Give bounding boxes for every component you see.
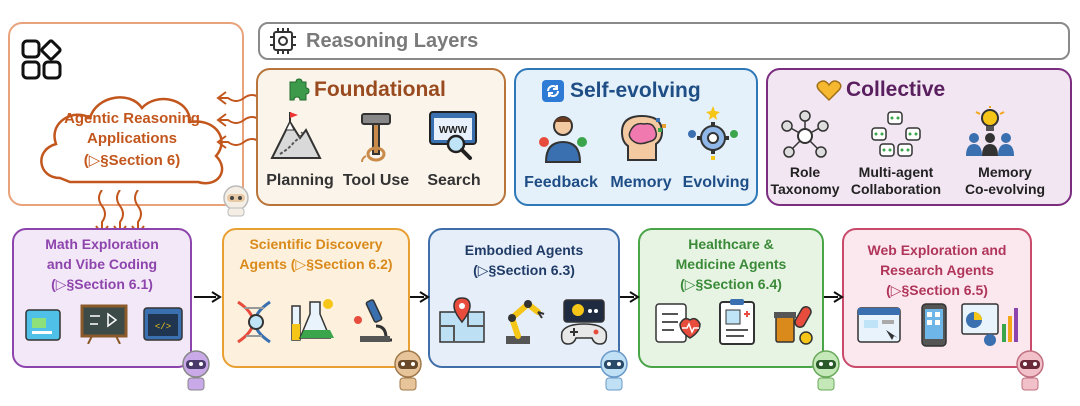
applications-title-line1: Agentic Reasoning [64, 110, 200, 127]
hammer-rope-icon [361, 113, 391, 162]
app-web-box [842, 228, 1032, 368]
self-evolving-title: Self-evolving [570, 79, 701, 102]
mountain-path-icon [270, 112, 322, 159]
app-math-line1: Math Exploration [45, 236, 159, 252]
refresh-icon [542, 80, 564, 102]
app-web-line1: Web Exploration and [867, 242, 1007, 258]
app-science-line2: Agents (▷§Section 6.2) [239, 256, 393, 272]
dna-icon [237, 300, 271, 344]
collective-item-role-line2: Taxonomy [770, 181, 840, 197]
foundational-title: Foundational [314, 78, 446, 101]
smartphone-icon [921, 303, 947, 347]
app-health-line2: Medicine Agents [675, 256, 787, 272]
svg-text:</>: </> [155, 322, 171, 332]
app-embodied-line1: Embodied Agents [464, 242, 584, 258]
svg-text:WWW: WWW [439, 125, 468, 136]
gear-evolve-icon [688, 106, 738, 160]
microscope-icon [354, 299, 392, 342]
blackboard-icon [80, 304, 128, 344]
arrow-3 [620, 291, 640, 303]
cloud-shape [40, 96, 224, 185]
app-math-line3: (▷§Section 6.1) [51, 276, 153, 292]
map-pin-icon [439, 297, 485, 343]
chip-icon [270, 28, 296, 54]
app-web-line3: (▷§Section 6.5) [886, 282, 988, 298]
app-science-box [222, 228, 410, 368]
arrow-2 [410, 291, 430, 303]
arrow-4 [824, 291, 844, 303]
medical-checklist-icon [655, 303, 701, 343]
robot-mascot-orange-icon [394, 350, 422, 391]
robot-mascot-icon [223, 185, 249, 217]
collective-item-memory-line1: Memory [978, 164, 1032, 180]
collective-item-multi-line2: Collaboration [850, 181, 942, 197]
person-feedback-icon [539, 116, 587, 163]
robots-team-icon [871, 111, 921, 157]
reasoning-layers-banner [258, 22, 1070, 60]
robot-mascot-purple-icon [182, 350, 210, 391]
reasoning-layers-title: Reasoning Layers [306, 30, 479, 52]
squiggle-arrows-left [216, 91, 261, 149]
collective-item-role-line1: Role [789, 164, 821, 180]
app-math-line2: and Vibe Coding [46, 256, 158, 272]
robot-mascot-blue-icon [600, 350, 628, 391]
puzzle-icon [289, 78, 310, 101]
robot-mascot-pink-icon [1016, 350, 1044, 391]
applications-title-line2: Applications [86, 130, 177, 147]
brain-head-icon [620, 114, 666, 161]
code-window-icon [25, 309, 61, 341]
app-embodied-line2: (▷§Section 6.3) [473, 262, 575, 278]
app-math-box [12, 228, 192, 368]
app-health-line1: Healthcare & [688, 236, 774, 252]
collective-title: Collective [846, 78, 946, 101]
code-editor-icon: </> [143, 307, 183, 341]
grid-shapes-icon [21, 39, 62, 80]
app-health-line3: (▷§Section 6.4) [680, 276, 782, 292]
applications-section-ref: (▷§Section 6) [83, 152, 181, 169]
app-web-line2: Research Agents [880, 262, 994, 278]
robot-mascot-green-icon [812, 350, 840, 391]
arrow-1 [194, 291, 222, 303]
collective-item-memory-line2: Co-evolving [964, 181, 1046, 197]
self-evolving-item-feedback: Feedback [524, 174, 598, 191]
www-magnifier-icon: WWW [429, 111, 477, 160]
self-evolving-item-evolving: Evolving [682, 174, 750, 191]
app-science-line1: Scientific Discovery [249, 236, 383, 252]
foundational-item-planning: Planning [266, 172, 334, 189]
browser-window-icon [857, 307, 901, 343]
foundational-item-tool-use: Tool Use [342, 172, 410, 189]
pills-icon [774, 306, 813, 345]
robot-arm-icon [506, 300, 545, 344]
foundational-item-search: Search [427, 172, 481, 189]
handshake-heart-icon [816, 80, 842, 102]
analytics-dashboard-icon [961, 303, 1018, 346]
collective-item-multi-line1: Multi-agent [858, 164, 934, 180]
medical-record-icon [719, 299, 755, 345]
game-controller-icon [560, 299, 608, 345]
team-bulb-icon [966, 106, 1014, 156]
self-evolving-item-memory: Memory [610, 174, 672, 191]
lab-flask-icon [291, 299, 334, 341]
role-network-icon [781, 110, 829, 158]
